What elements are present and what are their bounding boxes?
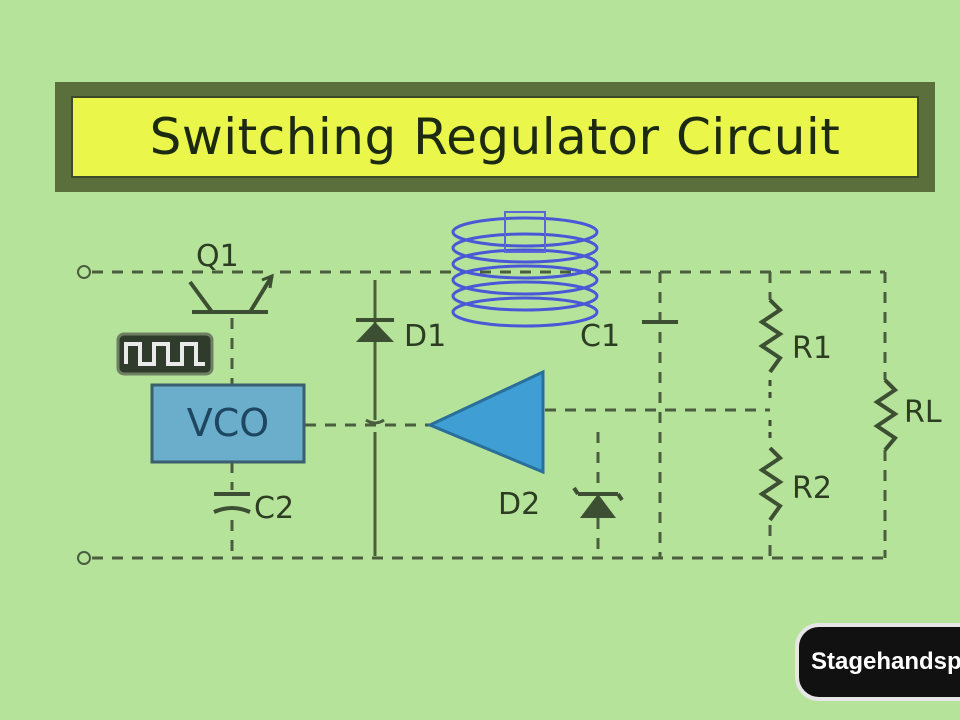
c2-label: C2	[254, 491, 294, 526]
diagram-title: Switching Regulator Circuit	[149, 108, 841, 166]
title-banner: Switching Regulator Circuit	[55, 82, 935, 192]
d1-label: D1	[404, 319, 446, 354]
channel-watermark: Stagehandspa	[795, 623, 960, 701]
title-panel: Switching Regulator Circuit	[71, 96, 919, 178]
q1-label: Q1	[196, 239, 239, 274]
watermark-text: Stagehandspa	[811, 648, 960, 675]
npn-transistor-icon	[188, 273, 274, 314]
zener-diode-icon	[572, 486, 624, 518]
input-terminal-bottom	[77, 551, 91, 565]
op-amp-icon	[426, 369, 545, 475]
inductor-coil-icon	[451, 211, 599, 328]
rl-label: RL	[904, 395, 942, 430]
c1-label: C1	[580, 319, 620, 354]
pulse-waveform-icon	[116, 332, 214, 376]
r2-label: R2	[792, 471, 832, 506]
vco-label: VCO	[187, 401, 269, 445]
input-terminal-top	[77, 265, 91, 279]
resistor-icon	[758, 298, 784, 400]
r2-resistor-icon	[758, 420, 784, 522]
vco-block: VCO	[150, 383, 306, 464]
d2-label: D2	[498, 487, 540, 522]
wire-crossover	[365, 418, 385, 425]
rl-resistor-icon	[873, 378, 899, 452]
r1-label: R1	[792, 331, 832, 366]
capacitor-icon	[213, 492, 251, 514]
diode-icon	[356, 318, 394, 342]
